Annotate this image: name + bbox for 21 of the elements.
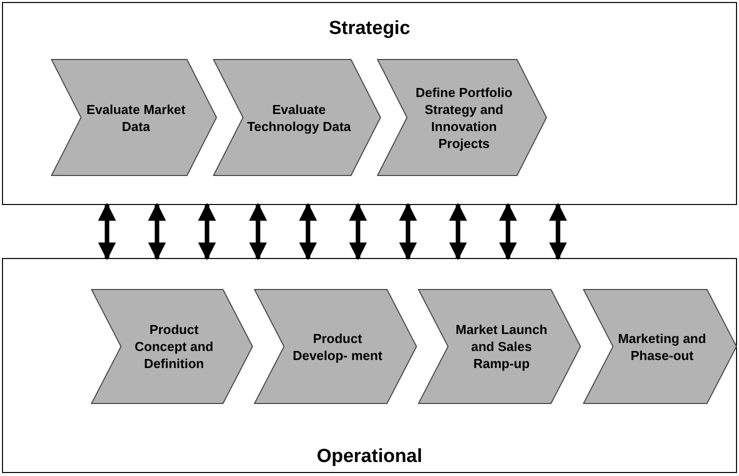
double-arrow	[499, 202, 517, 260]
panel-title: Strategic	[328, 19, 410, 38]
step-label: Evaluate Technology Data	[247, 100, 351, 134]
panel	[2, 2, 737, 205]
double-arrow	[148, 202, 166, 260]
double-arrow	[249, 202, 267, 260]
double-arrow	[549, 202, 567, 260]
double-arrow	[449, 202, 467, 260]
double-arrow	[198, 202, 216, 260]
step-label: Evaluate Market Data	[86, 100, 186, 134]
double-arrow	[349, 202, 367, 260]
step-label: Product Concept and Definition	[134, 321, 214, 372]
step-label: Market Launch and Sales Ramp-up	[454, 321, 548, 372]
double-arrow	[299, 202, 317, 260]
step-label: Product Develop- ment	[292, 330, 384, 364]
panel-title: Operational	[316, 447, 422, 466]
double-arrow	[98, 202, 116, 260]
double-arrow	[399, 202, 417, 260]
step-label: Marketing and Phase-out	[617, 330, 707, 364]
step-label: Define Portfolio Strategy and Innovation Projects	[414, 84, 514, 152]
panel	[2, 258, 737, 473]
